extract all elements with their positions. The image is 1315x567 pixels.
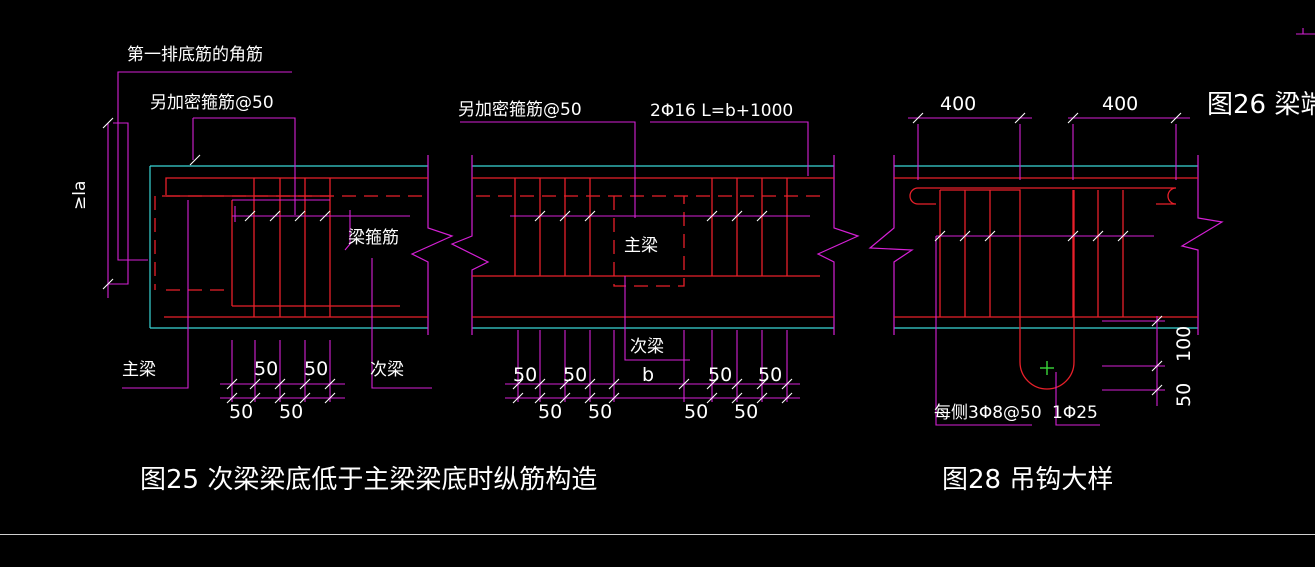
caption-fig25: 图25 次梁梁底低于主梁梁底时纵筋构造	[140, 465, 597, 495]
fig25-left-leaders	[107, 71, 432, 402]
label-main-beam-left: 主梁	[122, 360, 156, 380]
dim-fig25-top-2: 50	[304, 358, 328, 380]
label-extra-stirrups-left: 另加密箍筋@50	[150, 93, 274, 113]
fig28-leaders	[908, 117, 1190, 426]
dim-fig25b-bottom-1: 50	[538, 401, 562, 423]
fig28-hook-detail: 400 400 100 50 每侧3Φ8@50 1Φ25	[868, 93, 1224, 426]
fig28-break-lines	[868, 155, 1224, 335]
dim-fig25b-bottom-2: 50	[588, 401, 612, 423]
dim-fig25-top-1: 50	[254, 358, 278, 380]
dim-fig25b-top-4: 50	[758, 364, 782, 386]
dim-fig25-bottom-1: 50	[229, 401, 253, 423]
dim-fig25b-top-1: 50	[513, 364, 537, 386]
dim-fig25b-top-3: 50	[708, 364, 732, 386]
dim-fig25b-bottom-4: 50	[734, 401, 758, 423]
label-secondary-beam-mid: 次梁	[630, 337, 664, 357]
viewport-corner-marker-icon	[1296, 28, 1315, 35]
caption-fig28: 图28 吊钩大样	[942, 465, 1113, 495]
label-hanger-spec: 每侧3Φ8@50	[934, 403, 1042, 423]
label-main-beam-mid: 主梁	[624, 236, 658, 256]
label-corner-bar-first-row: 第一排底筋的角筋	[127, 45, 263, 65]
fig25-left-concrete-outline	[149, 165, 428, 329]
fig25-mid-break-lines	[450, 155, 860, 335]
label-beam-stirrup: 梁箍筋	[348, 228, 399, 248]
caption-fig26: 图26 梁端	[1207, 90, 1315, 120]
fig25-mid-leaders	[460, 121, 810, 402]
status-bar-divider	[0, 534, 1315, 535]
dim-fig25b-bottom-3: 50	[684, 401, 708, 423]
fig28-ticks	[912, 112, 1182, 396]
fig25-middle-detail: 另加密箍筋@50 2Φ16 L=b+1000 主梁 次梁 50 50 b 50 …	[450, 100, 860, 423]
dim-fig25-bottom-2: 50	[279, 401, 303, 423]
fig25-left-break-line	[410, 155, 454, 335]
dim-fig25b-b: b	[642, 364, 654, 386]
fig25-left-detail: 第一排底筋的角筋 另加密箍筋@50 ≥la 梁箍筋 主梁 次梁 50 50 50…	[70, 45, 454, 423]
dim-fig28-right-lower: 50	[1173, 383, 1195, 407]
label-hook-bar: 1Φ25	[1052, 403, 1098, 423]
label-main-bar-spec: 2Φ16 L=b+1000	[650, 101, 793, 121]
fig25-mid-ticks	[512, 210, 793, 404]
label-extra-stirrups-mid: 另加密箍筋@50	[458, 100, 582, 120]
fig25-mid-rebars	[472, 177, 834, 318]
dim-fig28-top-left: 400	[940, 93, 976, 115]
fig25-mid-concrete-outline	[472, 165, 834, 329]
fig28-rebars	[894, 177, 1198, 390]
fig25-left-dashed-bars	[154, 195, 424, 291]
dim-fig28-top-right: 400	[1102, 93, 1138, 115]
fig25-mid-dashed-bars	[476, 195, 828, 287]
label-secondary-beam-left: 次梁	[370, 360, 404, 380]
dim-fig25b-top-2: 50	[563, 364, 587, 386]
label-la-symbol: ≥la	[70, 181, 90, 210]
cursor-crosshair-icon	[1040, 361, 1054, 375]
fig28-concrete-outline	[894, 165, 1198, 329]
dim-fig28-right-upper: 100	[1173, 326, 1195, 362]
fig25-left-ticks	[102, 117, 336, 404]
